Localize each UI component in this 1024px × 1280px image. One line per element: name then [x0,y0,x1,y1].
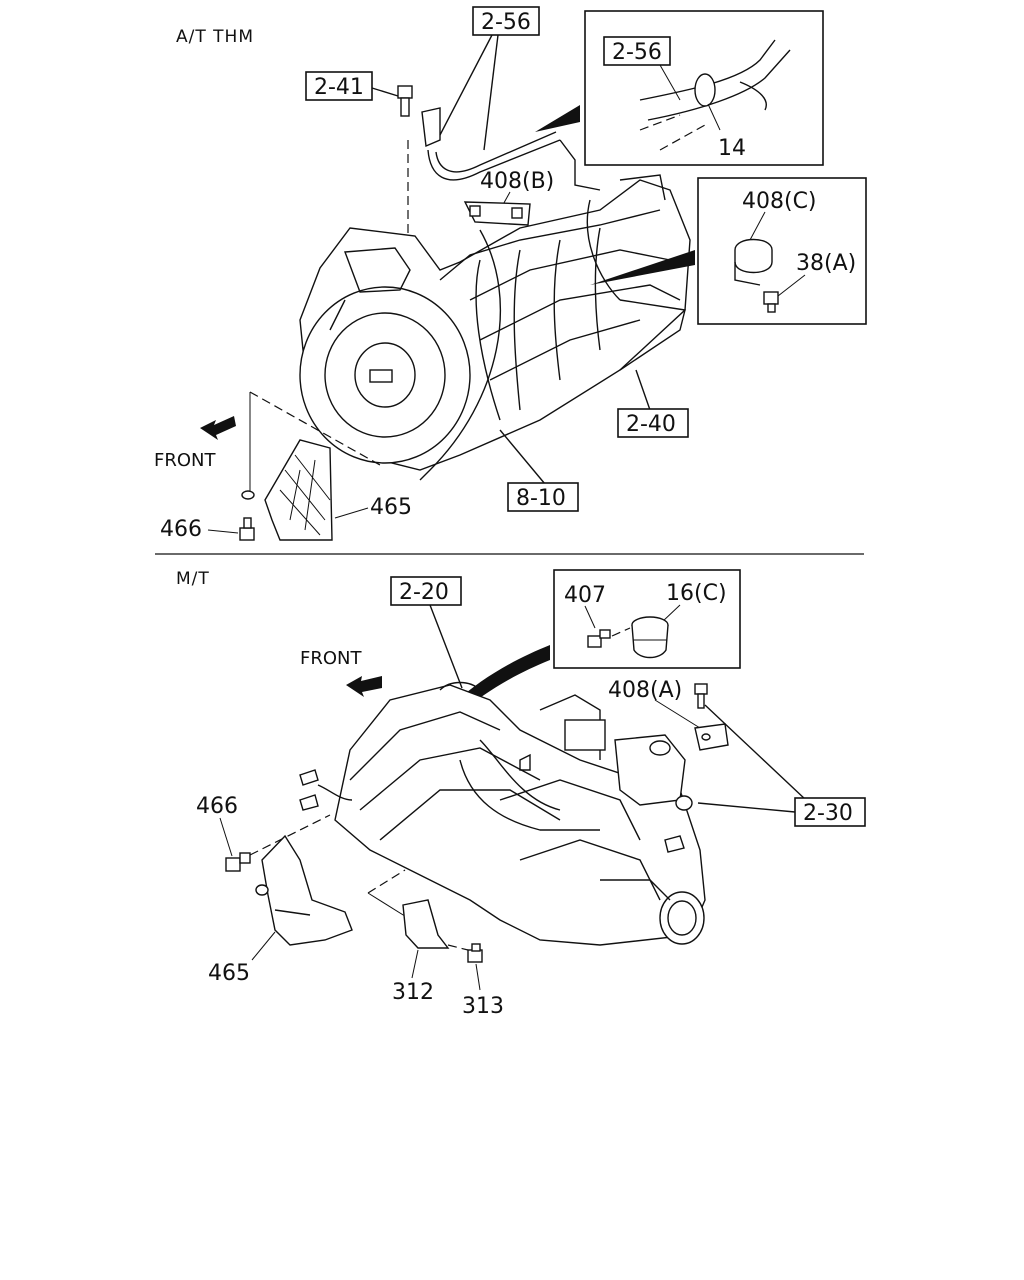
bolt-313 [467,943,483,963]
inset3-pointer [400,645,550,772]
inset-grommet: 407 16(C) [553,569,741,669]
bracket-408a [694,723,729,751]
callout-2-40[interactable]: 2-40 [617,408,689,438]
cover-465-at [241,439,333,541]
bolt-top-2-30 [694,683,708,709]
part-408a-label: 408(A) [608,678,682,703]
part-312-label: 312 [392,980,434,1005]
inset-hose-clip: 2-56 14 [584,10,824,166]
front-label-at: FRONT [154,450,216,471]
manual-transmission [299,681,706,946]
hose-clip-14 [694,73,716,107]
front-label-mt: FRONT [300,648,362,669]
part-408b-label: 408(B) [480,169,554,194]
breather-hose [421,107,601,191]
inset2-pointer [590,250,695,285]
ref-2-41-label: 2-41 [314,75,364,100]
bolt-2-41 [397,85,413,117]
automatic-transmission [299,174,691,481]
part-16c-label: 16(C) [666,581,727,606]
part-408c-label: 408(C) [742,189,817,214]
mt-section-title: M/T [176,569,210,589]
ref-8-10-label: 8-10 [516,486,566,511]
part-466-label-mt: 466 [196,794,238,819]
at-section-title: A/T THM [176,27,254,47]
cover-465-mt [255,834,353,946]
part-466-label-at: 466 [160,517,202,542]
callout-8-10[interactable]: 8-10 [507,482,579,512]
at-section: A/T THM 2-56 2-41 [154,6,867,542]
front-arrow-mt [346,676,382,697]
ref-2-30-label: 2-30 [803,801,853,826]
mt-section: M/T 2-20 407 16(C) FRO [176,569,866,1019]
inset-ref-2-56-label: 2-56 [612,40,662,65]
part-407-label: 407 [564,583,606,608]
bracket-408b [463,201,531,226]
ref-2-20-label: 2-20 [399,580,449,605]
bolt-466-mt [225,852,251,872]
grommet-16c [631,616,669,659]
ref-2-40-label: 2-40 [626,412,676,437]
bolt-466-at [239,517,255,541]
part-14-label: 14 [718,136,746,161]
callout-2-56[interactable]: 2-56 [472,6,540,36]
part-38a-label: 38(A) [796,251,856,276]
bolt-38a [763,291,779,313]
part-465-label-mt: 465 [208,961,250,986]
callout-2-30[interactable]: 2-30 [794,797,866,827]
callout-2-41[interactable]: 2-41 [305,71,373,101]
inset-callout-2-56[interactable]: 2-56 [603,36,671,66]
inset1-pointer [535,105,580,132]
callout-2-20[interactable]: 2-20 [390,576,462,606]
front-arrow-at [200,416,236,440]
part-465-label-at: 465 [370,495,412,520]
part-313-label: 313 [462,994,504,1019]
ref-2-56-label: 2-56 [481,10,531,35]
plate-312 [402,899,450,949]
inset-band-clamp: 408(C) 38(A) [697,177,867,325]
bolt-407 [587,629,611,648]
